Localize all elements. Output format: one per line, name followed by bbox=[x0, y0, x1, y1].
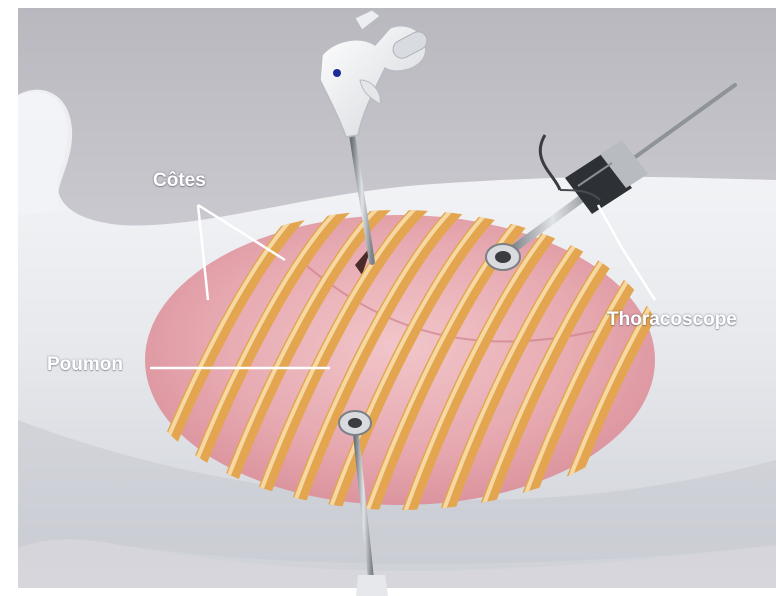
trocar-port-icon bbox=[486, 244, 520, 270]
lung-label: Poumon bbox=[47, 354, 123, 376]
ribs-label: Côtes bbox=[153, 170, 206, 192]
thoracoscope-label: Thoracoscope bbox=[607, 309, 737, 331]
